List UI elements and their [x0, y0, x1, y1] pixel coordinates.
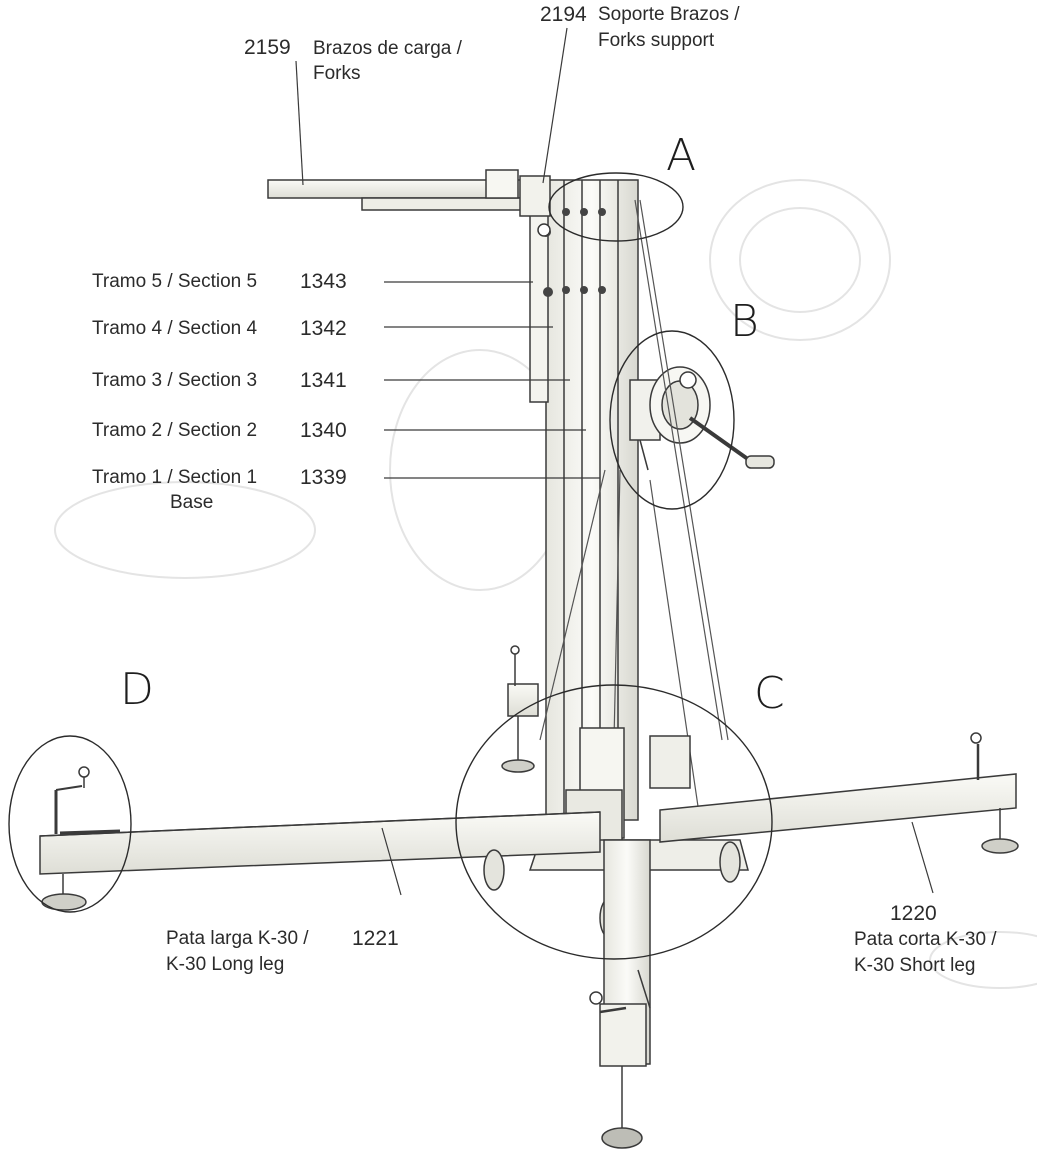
section-5-label: Tramo 5 / Section 5 [92, 271, 258, 292]
rear-leg [501, 645, 539, 773]
section-3-label: Tramo 3 / Section 3 [92, 370, 258, 391]
long-leg-code: 1221 [352, 927, 399, 950]
callout-letter-c: C [754, 668, 785, 719]
short-leg-code: 1220 [890, 902, 937, 925]
short-leg-label-en: K-30 Short leg [854, 955, 976, 976]
section-1-sublabel: Base [170, 492, 214, 513]
section-4-code: 1342 [300, 317, 347, 340]
short-leg [659, 732, 1019, 854]
section-2-code: 1340 [300, 419, 347, 442]
long-leg [39, 766, 601, 911]
callout-letter-b: B [730, 296, 759, 347]
forks-support-code: 2194 [540, 3, 587, 26]
short-leg-label-es: Pata corta K-30 / [854, 929, 997, 950]
long-leg-label-es: Pata larga K-30 / [166, 928, 309, 949]
forks [267, 169, 551, 237]
front-leg [589, 839, 651, 1149]
section-4-label: Tramo 4 / Section 4 [92, 318, 258, 339]
forks-support-label-es: Soporte Brazos / [598, 4, 740, 25]
section-2-label: Tramo 2 / Section 2 [92, 420, 258, 441]
callout-circles [8, 172, 773, 960]
section-1-label: Tramo 1 / Section 1 [92, 467, 258, 488]
section-3-code: 1341 [300, 369, 347, 392]
winch [629, 366, 775, 471]
forks-label-es: Brazos de carga / [313, 38, 462, 59]
leader-lines [295, 27, 934, 896]
forks-label-en: Forks [313, 63, 361, 84]
section-1-code: 1339 [300, 466, 347, 489]
forks-code: 2159 [244, 36, 291, 59]
callout-letter-d: D [120, 664, 154, 715]
forks-support-label-en: Forks support [598, 30, 715, 51]
mast [529, 179, 639, 821]
long-leg-label-en: K-30 Long leg [166, 954, 285, 975]
section-5-code: 1343 [300, 270, 347, 293]
callout-letter-a: A [666, 130, 697, 181]
